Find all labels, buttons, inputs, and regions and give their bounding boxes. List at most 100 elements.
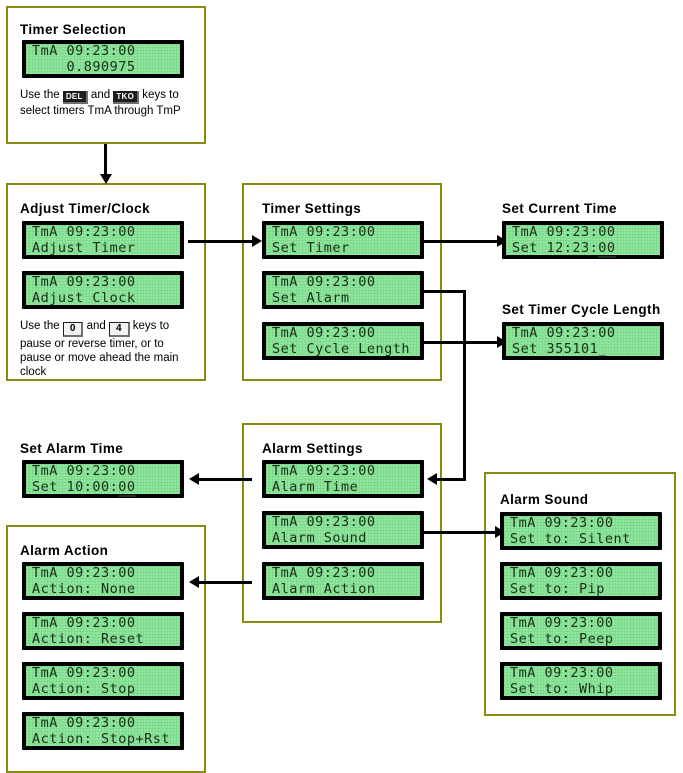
lcd-line-2: Adjust Timer: [32, 239, 136, 256]
connector-set-alarm-horizontal-in: [434, 478, 466, 481]
lcd-screen: TmA 09:23:00 Action: None: [26, 565, 180, 597]
lcd-line-2: Set 12:23:00: [512, 239, 655, 258]
lcd-action-stop-rst[interactable]: TmA 09:23:00 Action: Stop+Rst: [22, 712, 184, 750]
lcd-line-1: TmA 09:23:00: [32, 43, 136, 59]
lcd-action-stop[interactable]: TmA 09:23:00 Action: Stop: [22, 662, 184, 700]
lcd-sound-silent[interactable]: TmA 09:23:00 Set to: Silent: [500, 512, 662, 550]
lcd-action-none[interactable]: TmA 09:23:00 Action: None: [22, 562, 184, 600]
lcd-screen: TmA 09:23:00 Action: Stop: [26, 665, 180, 697]
group-frame-adjust-timer-clock: [6, 183, 206, 381]
caption-text-part-1: Use the: [20, 89, 63, 101]
lcd-screen: TmA 09:23:00 Set to: Whip: [504, 665, 658, 697]
lcd-line-1: TmA 09:23:00: [32, 715, 136, 731]
lcd-screen: TmA 09:23:00 Alarm Time: [266, 463, 420, 495]
lcd-screen: TmA 09:23:00 Adjust Timer: [26, 224, 180, 256]
lcd-timer-selection[interactable]: TmA 09:23:00 0.890975: [22, 40, 184, 78]
lcd-screen: TmA 09:23:00 Alarm Action: [266, 565, 420, 597]
lcd-line-2: 0.890975: [32, 58, 136, 75]
group-title-timer-selection: Timer Selection: [20, 22, 127, 37]
lcd-screen: TmA 09:23:00 Set to: Pip: [504, 565, 658, 596]
lcd-set-alarm[interactable]: TmA 09:23:00 Set Alarm: [262, 271, 424, 309]
group-frame-alarm-action: [6, 525, 206, 773]
group-title-set-timer-cycle-length: Set Timer Cycle Length: [502, 302, 661, 317]
lcd-line-2: Set 355101_: [512, 340, 607, 357]
lcd-screen: TmA 09:23:00 Action: Reset: [26, 615, 180, 647]
lcd-line-1: TmA 09:23:00: [32, 463, 136, 479]
lcd-screen: TmA 09:23:00 Set Timer: [266, 224, 420, 256]
lcd-alarm-action[interactable]: TmA 09:23:00 Alarm Action: [262, 562, 424, 600]
lcd-line-2: Set to: Whip: [510, 680, 614, 697]
lcd-line-1: TmA 09:23:00: [32, 224, 136, 240]
group-title-alarm-action: Alarm Action: [20, 543, 109, 558]
caption-text-part-5: pause or move ahead the main: [20, 352, 179, 364]
lcd-line-2-text: Set 10:00:: [32, 478, 119, 495]
key-del-icon: DEL: [62, 91, 88, 104]
caption-text-part-2: and: [83, 320, 109, 332]
lcd-adjust-timer[interactable]: TmA 09:23:00 Adjust Timer: [22, 221, 184, 259]
connector-selection-to-adjust: [104, 144, 107, 176]
lcd-screen: TmA 09:23:00 Set to: Peep: [504, 615, 658, 647]
caption-timer-selection: Use the DEL and TKO keys to select timer…: [20, 88, 202, 118]
lcd-line-2: Set to: Peep: [510, 630, 614, 647]
caption-text-part-6: clock: [20, 366, 47, 378]
lcd-set-alarm-time[interactable]: TmA 09:23:00 Set 10:00:00: [22, 460, 184, 498]
connector-alarm-action-to-actions: [196, 581, 252, 584]
lcd-line-2: Alarm Sound: [272, 529, 367, 546]
connector-set-alarm-vertical: [463, 290, 466, 480]
lcd-line-2: Action: Stop: [32, 680, 136, 697]
lcd-screen: TmA 09:23:00 Set Cycle Length: [266, 325, 420, 356]
arrowhead-alarm-action-to-actions: [189, 576, 199, 588]
lcd-set-timer[interactable]: TmA 09:23:00 Set Timer: [262, 221, 424, 259]
caption-text-part-1: Use the: [20, 320, 63, 332]
lcd-set-current-time[interactable]: TmA 09:23:00 Set 12:23:00: [502, 221, 664, 259]
lcd-screen: TmA 09:23:00 Set 12:23:00: [506, 224, 660, 258]
caption-text-part-3: keys to: [129, 320, 170, 332]
lcd-alarm-sound[interactable]: TmA 09:23:00 Alarm Sound: [262, 511, 424, 549]
lcd-line-2: Set Timer: [272, 239, 350, 256]
key-zero-icon: 0: [62, 322, 84, 337]
caption-text-part-4: pause or reverse timer, or to: [20, 338, 164, 350]
lcd-line-2: Action: None: [32, 580, 136, 597]
arrowhead-set-alarm-to-alarm-time: [427, 473, 437, 485]
lcd-line-1: TmA 09:23:00: [32, 274, 136, 290]
lcd-line-2: Alarm Time: [272, 478, 359, 495]
lcd-line-1: TmA 09:23:00: [512, 224, 616, 240]
group-title-timer-settings: Timer Settings: [262, 201, 362, 216]
connector-alarm-sound-to-sounds: [424, 531, 502, 534]
lcd-sound-whip[interactable]: TmA 09:23:00 Set to: Whip: [500, 662, 662, 700]
group-frame-timer-settings: [242, 183, 442, 381]
lcd-line-1: TmA 09:23:00: [32, 615, 136, 631]
caption-text-part-2: and: [87, 89, 114, 101]
lcd-line-2: Set Alarm: [272, 289, 350, 306]
lcd-line-1: TmA 09:23:00: [272, 274, 376, 290]
lcd-line-2: Alarm Action: [272, 580, 376, 597]
lcd-line-2: Action: Reset: [32, 630, 145, 647]
lcd-line-1: TmA 09:23:00: [32, 565, 136, 581]
connector-alarm-time-to-set-alarm-time: [196, 478, 252, 481]
lcd-set-cycle-length[interactable]: TmA 09:23:00 Set Cycle Length: [262, 322, 424, 360]
caption-text-part-3: keys to: [139, 89, 179, 101]
lcd-line-2: Set to: Silent: [510, 530, 631, 547]
group-title-alarm-settings: Alarm Settings: [262, 441, 363, 456]
lcd-line-1: TmA 09:23:00: [272, 224, 376, 240]
lcd-adjust-clock[interactable]: TmA 09:23:00 Adjust Clock: [22, 271, 184, 309]
lcd-line-2-text: Set 12:23:: [512, 239, 599, 256]
lcd-line-1: TmA 09:23:00: [272, 463, 376, 479]
group-frame-alarm-settings: [242, 423, 442, 623]
lcd-sound-pip[interactable]: TmA 09:23:00 Set to: Pip: [500, 562, 662, 600]
lcd-screen: TmA 09:23:00 0.890975: [26, 43, 180, 75]
lcd-line-2: Adjust Clock: [32, 289, 136, 306]
lcd-screen: TmA 09:23:00 Action: Stop+Rst: [26, 715, 180, 746]
lcd-alarm-time[interactable]: TmA 09:23:00 Alarm Time: [262, 460, 424, 498]
group-title-adjust-timer-clock: Adjust Timer/Clock: [20, 201, 150, 216]
arrowhead-alarm-time-to-set-alarm-time: [189, 473, 199, 485]
lcd-line-1: TmA 09:23:00: [272, 514, 376, 530]
lcd-line-1: TmA 09:23:00: [272, 325, 376, 341]
lcd-set-timer-cycle-length[interactable]: TmA 09:23:00 Set 355101_: [502, 322, 664, 360]
lcd-sound-peep[interactable]: TmA 09:23:00 Set to: Peep: [500, 612, 662, 650]
lcd-action-reset[interactable]: TmA 09:23:00 Action: Reset: [22, 612, 184, 650]
key-tko-icon: TKO: [113, 91, 140, 104]
lcd-line-1: TmA 09:23:00: [510, 615, 614, 631]
group-frame-timer-selection: [6, 6, 206, 144]
lcd-screen: TmA 09:23:00 Set 10:00:00: [26, 463, 180, 497]
